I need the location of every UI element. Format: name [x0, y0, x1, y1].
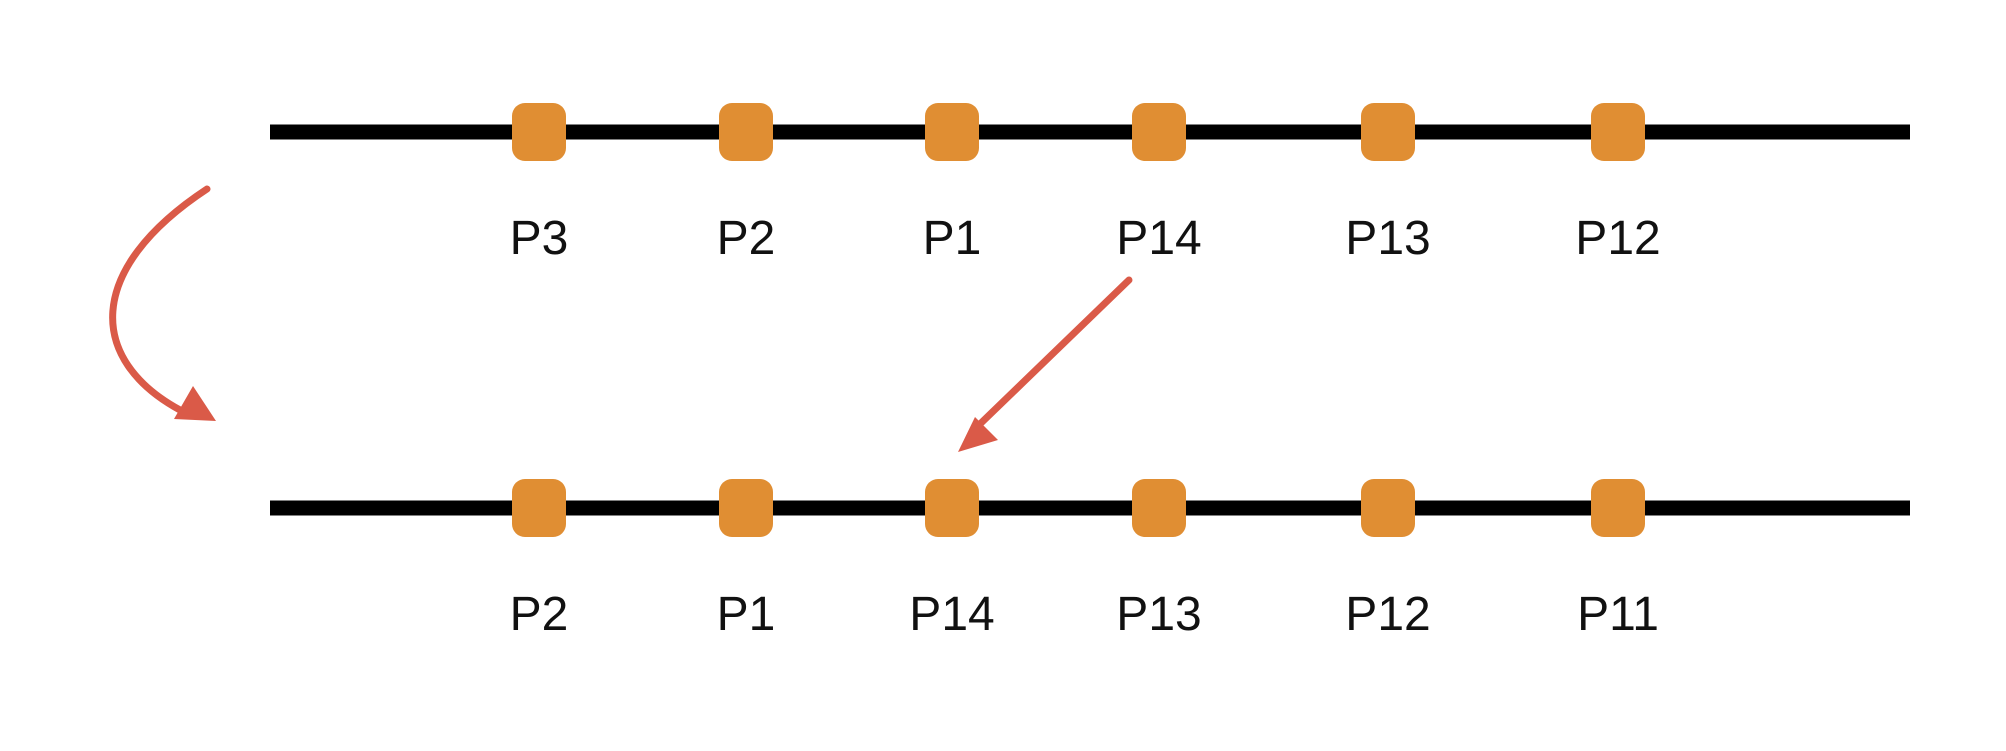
point-label: P2 [717, 212, 776, 265]
point-marker [925, 103, 979, 161]
row-after: P2 P1 P14 P13 P12 P11 [270, 479, 1910, 641]
point-label: P11 [1577, 588, 1659, 641]
point-marker [1591, 103, 1645, 161]
point-label: P1 [717, 588, 776, 641]
point-marker [719, 479, 773, 537]
straight-arrow-icon [976, 276, 1133, 428]
row-before-node-1: P3 [510, 103, 569, 265]
point-marker [1132, 479, 1186, 537]
point-marker [1591, 479, 1645, 537]
point-label: P2 [510, 588, 569, 641]
point-label: P12 [1575, 212, 1660, 265]
row-after-node-1: P2 [510, 479, 569, 641]
row-before: P3 P2 P1 P14 P13 P12 [270, 103, 1910, 265]
row-before-node-5: P13 [1345, 103, 1431, 265]
point-label: P3 [510, 212, 569, 265]
p14-shift-arrow [958, 276, 1133, 452]
point-marker [1132, 103, 1186, 161]
point-label: P14 [909, 588, 994, 641]
row-before-node-3: P1 [923, 103, 982, 265]
point-label: P1 [923, 212, 982, 265]
row-after-node-4: P13 [1116, 479, 1202, 641]
row-before-node-4: P14 [1116, 103, 1202, 265]
point-label: P13 [1116, 588, 1201, 641]
row-before-node-6: P12 [1575, 103, 1661, 265]
point-marker [925, 479, 979, 537]
point-marker [512, 479, 566, 537]
row-after-node-2: P1 [717, 479, 776, 641]
row-after-node-3: P14 [909, 479, 995, 641]
point-marker [719, 103, 773, 161]
row-after-node-6: P11 [1577, 479, 1659, 641]
row-after-node-5: P12 [1345, 479, 1431, 641]
curved-arrow-icon [109, 185, 211, 414]
point-label: P13 [1345, 212, 1430, 265]
row-before-node-2: P2 [717, 103, 776, 265]
curved-arrow-head-icon [174, 386, 216, 421]
point-marker [512, 103, 566, 161]
straight-arrow-head-icon [958, 417, 998, 452]
point-label: P12 [1345, 588, 1430, 641]
transition-arrow [109, 185, 216, 421]
point-marker [1361, 103, 1415, 161]
point-label: P14 [1116, 212, 1201, 265]
point-marker [1361, 479, 1415, 537]
